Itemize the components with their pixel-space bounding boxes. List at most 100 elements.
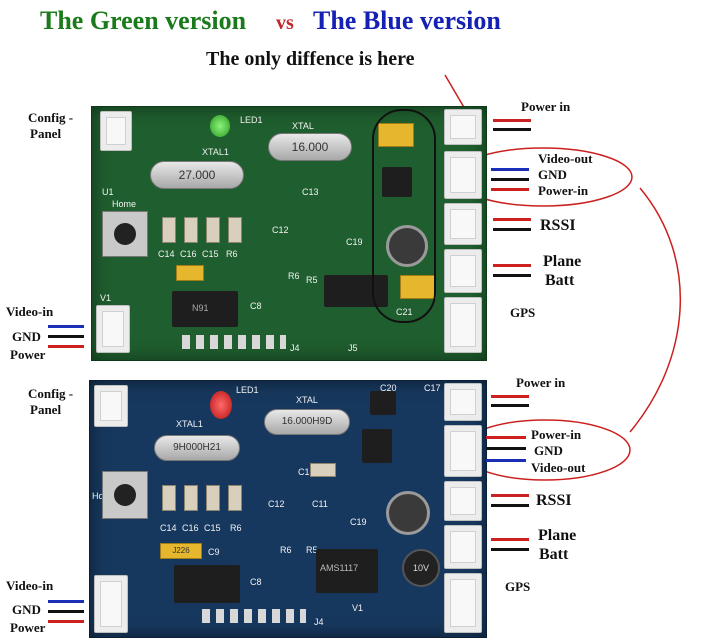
difference-caption: The only diffence is here [206,48,415,70]
green-home-label: Home [112,199,137,209]
blue-j4-label: J4 [314,617,324,627]
green-panel-label: Panel [30,126,62,141]
green-rssi-wire-black [493,228,531,231]
blue-video-wire-black [486,447,526,450]
green-cap-c15 [206,217,220,243]
blue-power-in-connector [444,383,482,421]
blue-panel-label: Panel [30,402,62,417]
blue-c16-label: C16 [182,523,199,533]
green-gps-connector [444,297,482,353]
green-left-gnd-label: GND [12,329,41,344]
blue-pcb-board: LED1 XTAL 16.000H9D XTAL1 9Н000Н21 Home … [89,380,487,638]
green-left-power-label: Power [10,347,46,362]
blue-cap-r6 [228,485,242,511]
blue-cap-c16 [184,485,198,511]
green-config-label: Config - [28,110,74,125]
green-led-label: LED1 [240,115,263,125]
blue-led-label: LED1 [236,385,259,395]
blue-c17-label: C17 [424,383,441,393]
green-c12-label: C12 [272,225,289,235]
green-version-title: The Green version [40,6,247,35]
green-home-button [102,211,148,257]
blue-plane-label: Plane [538,527,577,544]
green-power-in-small-label: Power-in [538,183,589,198]
blue-video-in-label: Video-in [6,578,54,593]
green-power-in-connector [444,109,482,145]
green-wire-loop [372,109,436,323]
green-gps-label: GPS [510,305,536,320]
green-c21-label: C21 [396,307,413,317]
blue-home-button [102,471,148,519]
green-video-in-label: Video-in [6,304,54,319]
blue-batt-connector [444,525,482,569]
blue-c15-label: C15 [204,523,221,533]
green-rssi-wire-red [493,218,531,221]
green-cap-c16 [184,217,198,243]
green-xtal-label: XTAL [292,121,314,131]
green-left-wire-black [48,335,84,338]
blue-crystal-16-text: 16.000H9D [281,416,333,427]
blue-left-wire-blue [48,600,84,603]
blue-gps-connector [444,573,482,633]
green-cap-r6 [228,217,242,243]
green-batt-connector [444,249,482,293]
blue-ams-label: AMS1117 [320,563,359,573]
green-j4-label: J4 [290,343,300,353]
green-r6-label: R6 [226,249,238,259]
blue-config-connector [94,385,128,427]
blue-batt-wire-black [491,548,529,551]
green-main-chip: N91 [172,291,238,327]
green-batt-wire-red [493,264,531,267]
green-rssi-connector [444,203,482,245]
blue-rssi-wire-black [491,504,529,507]
blue-gps-label: GPS [505,579,531,594]
green-video-out-label: Video-out [538,151,593,166]
blue-r6b-label: R6 [280,545,292,555]
blue-left-gnd-label: GND [12,602,41,617]
blue-c19-label: C19 [350,517,367,527]
blue-opamp [362,429,392,463]
blue-batt-label: Batt [539,546,569,563]
green-left-wire-blue [48,325,84,328]
green-video-wire-blue [491,168,529,171]
green-c8-label: C8 [250,301,262,311]
green-led [210,115,230,137]
connecting-curve [629,187,682,433]
green-video-out-connector [444,151,482,199]
green-left-wire-red [48,345,84,348]
blue-video-in-connector [94,575,128,633]
blue-video-out-connector [444,425,482,477]
green-opamp [382,167,412,197]
blue-c13-label: C13 [298,467,315,477]
green-config-connector [100,111,132,151]
blue-left-wire-red [48,620,84,623]
green-rssi-label: RSSI [540,217,576,234]
green-crystal-27-text: 27.000 [178,168,216,182]
blue-c14-label: C14 [160,523,177,533]
blue-power-wire-black [491,404,529,407]
blue-cap-c15 [206,485,220,511]
green-tantalum-cap [176,265,204,281]
blue-cap-10v-text: 10V [412,563,429,573]
blue-crystal-small-text: 9Н000Н21 [173,442,221,453]
blue-crystal-small: 9Н000Н21 [154,435,240,461]
blue-config-label: Config - [28,386,74,401]
blue-left-wire-black [48,610,84,613]
green-power-wire-black [493,128,531,131]
blue-rssi-label: RSSI [536,492,572,509]
green-xtal1-label: XTAL1 [202,147,229,157]
green-c15-label: C15 [202,249,219,259]
green-video-wire-black [491,178,529,181]
green-v1-label: V1 [100,293,112,303]
blue-v1-label: V1 [352,603,364,613]
blue-c9-label: C9 [208,547,220,557]
blue-regulator: AMS1117 [316,549,378,593]
green-crystal-16-text: 16.000 [291,140,329,154]
green-j5-label: J5 [348,343,358,353]
blue-pin-header [202,609,306,623]
blue-cap-c14 [162,485,176,511]
blue-c20-label: C20 [380,383,397,393]
blue-resistor-c13 [310,463,336,477]
blue-j226-text: J226 [172,546,190,555]
blue-rssi-connector [444,481,482,521]
